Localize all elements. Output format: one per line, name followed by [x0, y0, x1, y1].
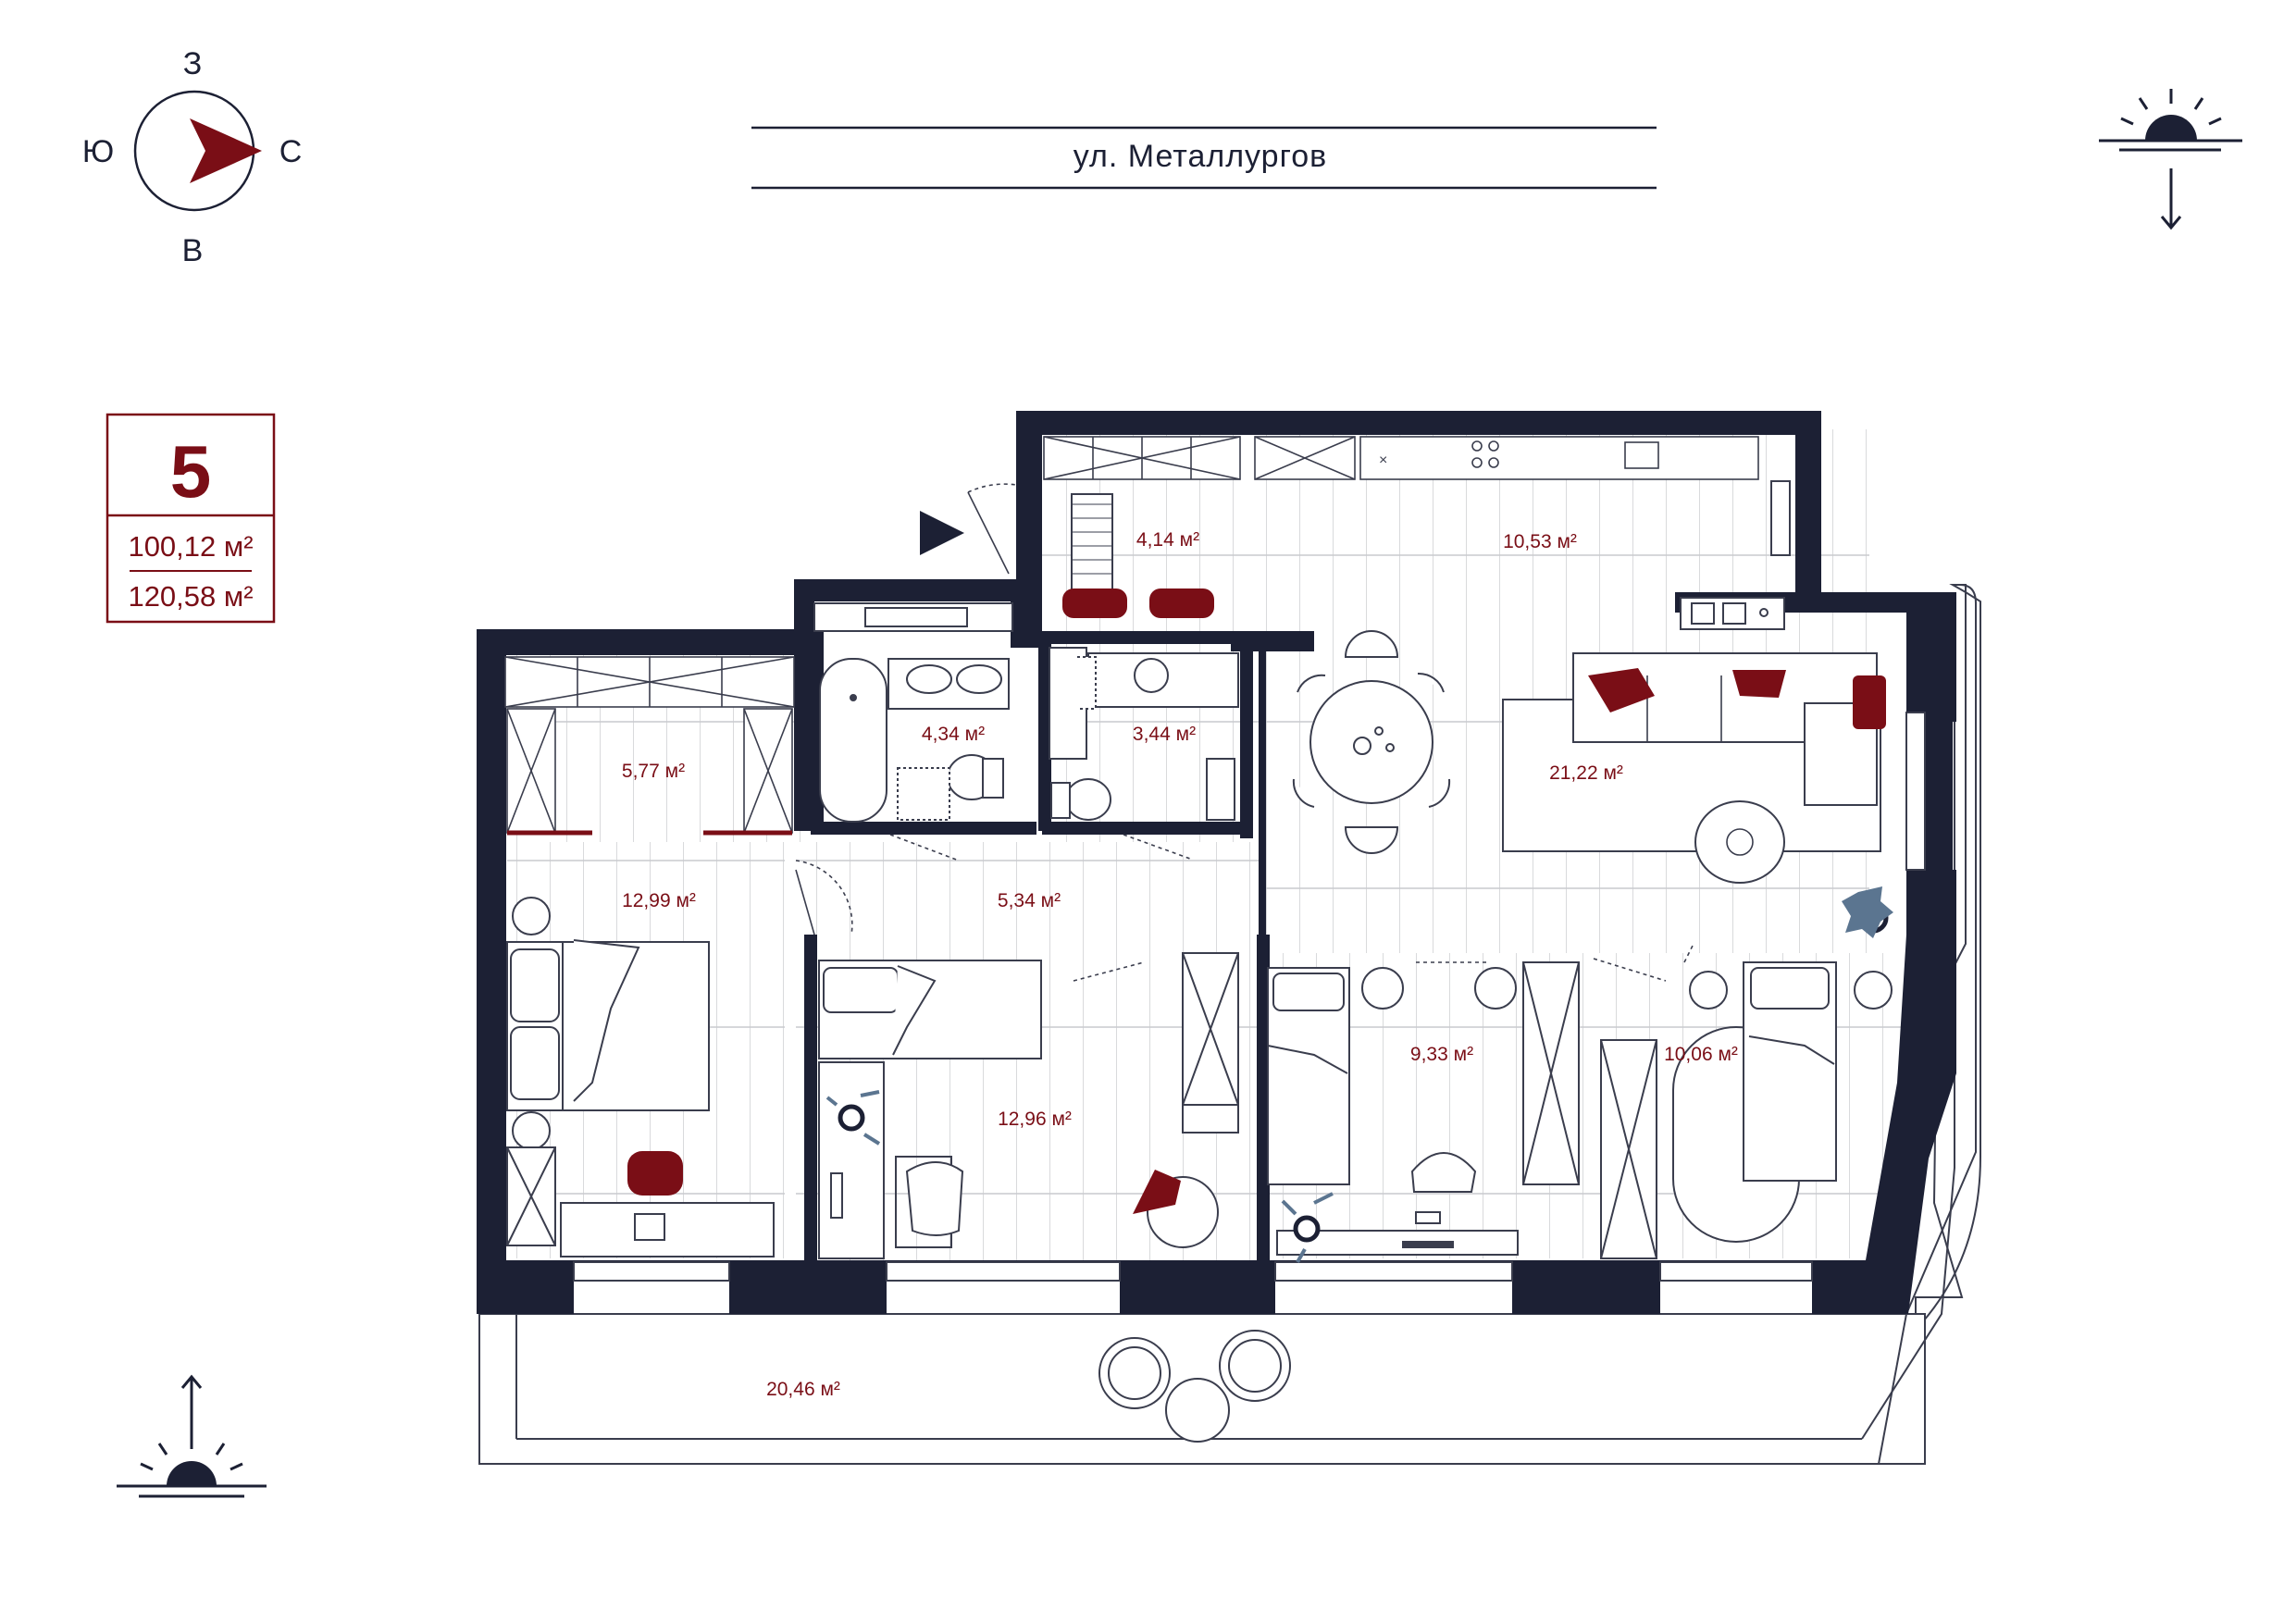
toilet-furniture [1049, 647, 1239, 821]
street-name: ул. Металлургов [1074, 139, 1327, 174]
bathroom-furniture [813, 602, 1013, 823]
sunrise-icon [117, 1374, 267, 1498]
area-hall-closet: 4,14 м² [1136, 529, 1199, 551]
bedroom-4-furniture [1600, 961, 1893, 1259]
washer [1680, 597, 1785, 630]
area-bedroom-2: 12,96 м² [998, 1109, 1072, 1130]
street-label: ул. Металлургов [751, 126, 1657, 190]
apartment-number: 5 [170, 430, 212, 513]
compass-south: В [182, 233, 204, 268]
area-living: 100,12 м² [128, 530, 253, 563]
bedroom-3-furniture [1267, 961, 1580, 1263]
master-bedroom-furniture [506, 897, 775, 1258]
entrance-arrow-icon [920, 511, 964, 555]
area-bedroom-4: 10,06 м² [1664, 1044, 1738, 1065]
terrace-furniture [1098, 1330, 1291, 1443]
area-corridor: 5,34 м² [998, 890, 1061, 911]
area-master-bedroom: 12,99 м² [622, 890, 696, 911]
dining-table [1292, 630, 1451, 854]
hall-furniture [1062, 493, 1214, 618]
room-labels: 4,14 м² 10,53 м² 4,34 м² 3,44 м² 21,22 м… [622, 529, 1738, 1400]
walls [477, 411, 1956, 1314]
area-living-room: 21,22 м² [1549, 762, 1623, 784]
wardrobe-furniture [504, 656, 795, 836]
apartment-info: 5 100,12 м² 120,58 м² [105, 413, 276, 624]
bedroom-2-furniture [818, 952, 1239, 1259]
compass: З В Ю С [82, 46, 302, 268]
compass-north: З [183, 46, 203, 81]
area-total: 120,58 м² [128, 580, 253, 613]
area-toilet: 3,44 м² [1133, 724, 1196, 745]
area-kitchen: 10,53 м² [1503, 531, 1577, 552]
area-bathroom: 4,34 м² [922, 724, 985, 745]
windows [573, 480, 1926, 1282]
plant-icon [1842, 886, 1893, 938]
svg-text:×: × [1379, 452, 1387, 468]
area-terrace: 20,46 м² [766, 1379, 840, 1400]
area-bedroom-3: 9,33 м² [1410, 1044, 1473, 1065]
living-sofa [1502, 652, 1886, 884]
compass-arrow-icon [190, 118, 262, 183]
sunset-icon [2099, 89, 2242, 230]
doors [795, 483, 1694, 982]
kitchen-furniture: × [1043, 436, 1759, 480]
compass-east: С [279, 134, 303, 169]
compass-west: Ю [82, 134, 114, 169]
area-wardrobe: 5,77 м² [622, 761, 685, 782]
